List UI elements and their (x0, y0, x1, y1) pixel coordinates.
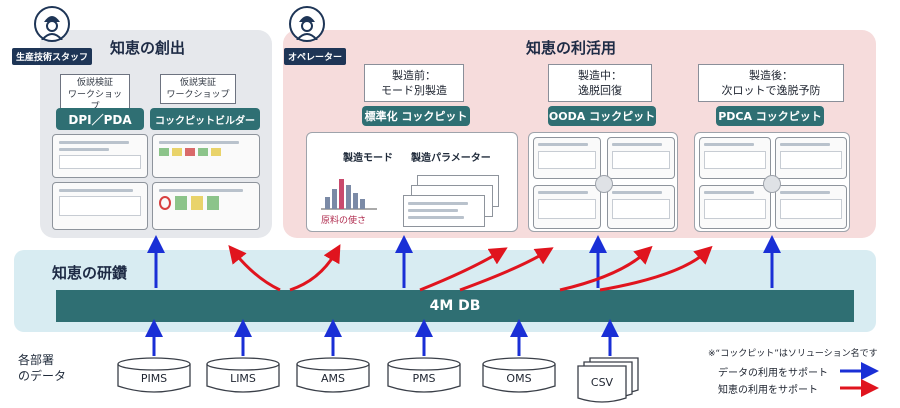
knowledge-refinement-title: 知恵の研鑽 (52, 264, 128, 282)
standard-cockpit-button[interactable]: 標準化 コックピット (362, 106, 470, 126)
operator-avatar-icon (289, 6, 325, 42)
pdca-step-card (775, 185, 847, 229)
staff-avatar-icon (34, 6, 70, 42)
source-oms: OMS (506, 372, 532, 385)
workflow-step-card (52, 182, 148, 230)
phase-label-pre-production: 製造前： モード別製造 (364, 64, 464, 102)
pdca-step-card (775, 137, 847, 179)
phase-label-post-production: 製造後： 次ロットで逸脱予防 (698, 64, 844, 102)
source-lims: LIMS (230, 372, 256, 385)
operator-role-tag: オペレーター (284, 48, 347, 65)
database-cylinders (117, 357, 556, 393)
mode-bar-chart-icon (321, 179, 377, 210)
cycle-icon (763, 175, 781, 193)
cockpit-note: ※“コックピット”はソリューション名です (708, 349, 878, 359)
ooda-step-card (533, 185, 601, 229)
ooda-step-card (607, 137, 675, 179)
pdca-step-card (699, 185, 771, 229)
ooda-step-card (533, 137, 601, 179)
knowledge-utilization-title: 知恵の利活用 (526, 39, 617, 57)
standard-cockpit-panel: 製造モード 製造パラメーター 原料の使さ (306, 132, 518, 232)
cycle-icon (595, 175, 613, 193)
csv-document-icon (577, 357, 639, 403)
source-csv: CSV (590, 376, 614, 389)
pdca-cockpit-button[interactable]: PDCA コックピット (716, 106, 824, 126)
pdca-cockpit-panel (694, 132, 850, 232)
parameter-table (403, 175, 499, 227)
source-pims: PIMS (140, 372, 168, 385)
knowledge-support-arrows (228, 244, 713, 292)
ooda-cockpit-panel (528, 132, 678, 232)
source-ams: AMS (321, 372, 345, 385)
legend-knowledge-support: 知恵の利用をサポート (718, 385, 818, 396)
data-support-arrows (147, 235, 781, 288)
staff-role-tag: 生産技術スタッフ (12, 48, 93, 65)
workflow-step-card (152, 182, 260, 230)
phase-label-during-production: 製造中： 逸脱回復 (548, 64, 652, 102)
dpi-pda-button[interactable]: DPI／PDA (56, 108, 144, 130)
ooda-step-card (607, 185, 675, 229)
cockpit-builder-button[interactable]: コックピットビルダー (150, 108, 260, 130)
workflow-step-card (152, 134, 260, 178)
knowledge-creation-title: 知恵の創出 (110, 39, 186, 57)
material-label: 原料の使さ (321, 216, 367, 226)
department-data-label: 各部署 のデータ (18, 353, 67, 383)
pdca-step-card (699, 137, 771, 179)
workflow-step-card (52, 134, 148, 178)
production-mode-label: 製造モード (343, 153, 393, 164)
legend-data-support: データの利用をサポート (718, 368, 828, 379)
source-pms: PMS (412, 372, 436, 385)
hypothesis-proof-label: 仮説実証 ワークショップ (160, 74, 236, 104)
production-parameter-label: 製造パラメーター (411, 153, 491, 164)
4m-db-bar: 4M DB (56, 290, 854, 322)
ooda-cockpit-button[interactable]: OODA コックピット (548, 106, 656, 126)
source-arrows (145, 319, 619, 356)
